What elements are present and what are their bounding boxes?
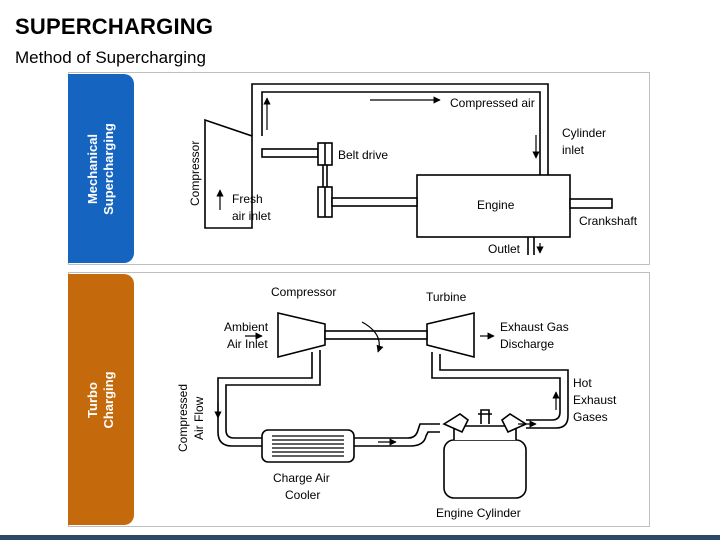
mech-cylinder-inlet-label-2: inlet [562,143,585,157]
turbo-charge-cooler-label-2: Cooler [285,488,320,502]
turbo-compressed-air-pipe [217,350,321,447]
turbo-compressed-flow-label-1: Compressed [176,384,190,452]
turbo-charge-cooler-label-1: Charge Air [273,471,330,485]
turbo-arrows [214,332,560,446]
turbo-ambient-label-1: Ambient [224,320,269,334]
turbo-rotation-arc [361,321,384,353]
turbo-panel [68,272,650,527]
mech-intake-duct [251,83,549,175]
mechanical-tab: Mechanical Supercharging [68,74,134,263]
turbo-exhaust-discharge-label-2: Discharge [500,337,554,351]
page-subtitle: Method of Supercharging [15,48,206,67]
turbo-exhaust-discharge-label-1: Exhaust Gas [500,320,569,334]
footer-bar [0,535,720,540]
mech-crankshaft-label: Crankshaft [579,214,638,228]
mech-compressor-label: Compressor [188,141,202,206]
turbo-intake-valve [442,413,470,434]
mech-engine-block [416,174,571,238]
mech-compressor-shape [204,118,253,229]
mech-belt-drive-label: Belt drive [338,148,388,162]
turbo-shaft [324,330,428,340]
turbo-turbine-label: Turbine [426,290,467,304]
page-title: SUPERCHARGING [15,14,214,39]
mech-engine-shaft [331,197,418,207]
mech-fresh-air-label-1: Fresh [232,192,263,206]
turbo-exhaust-pipe [431,352,569,429]
turbo-engine-cylinder-label: Engine Cylinder [436,506,521,520]
mech-cylinder-inlet-label-1: Cylinder [562,126,606,140]
turbo-charge-cooler [261,429,355,463]
mech-compressor-shaft [261,148,319,158]
turbo-tab: Turbo Charging [68,274,134,525]
turbo-engine-cylinder [443,439,527,499]
turbo-intake-pipe [354,423,440,447]
turbo-compressor-label: Compressor [271,285,336,299]
turbo-cooler-fins [272,435,344,457]
mechanical-diagram [204,83,613,255]
turbo-diagram [217,311,569,499]
turbo-hot-exhaust-label-3: Gases [573,410,608,424]
mech-engine-label: Engine [477,198,515,212]
turbo-spark-plug [478,409,492,424]
turbo-hot-exhaust-label-1: Hot [573,376,592,390]
mech-outlet-label: Outlet [488,242,521,256]
turbo-exhaust-valve [500,413,528,434]
turbo-ambient-label-2: Air Inlet [227,337,268,351]
turbo-hot-exhaust-label-2: Exhaust [573,393,617,407]
turbo-compressed-flow-label-2: Air Flow [192,396,206,440]
turbo-turbine-shape [426,311,475,359]
turbo-cylinder-head [453,425,517,440]
turbo-compressor-shape [277,311,326,359]
mech-outlet-pipe [527,237,535,255]
mech-fresh-air-label-2: air inlet [232,209,271,223]
mech-compressed-air-label: Compressed air [450,96,535,110]
mechanical-arrows [216,96,544,254]
mech-crankshaft-shaft [569,198,613,209]
